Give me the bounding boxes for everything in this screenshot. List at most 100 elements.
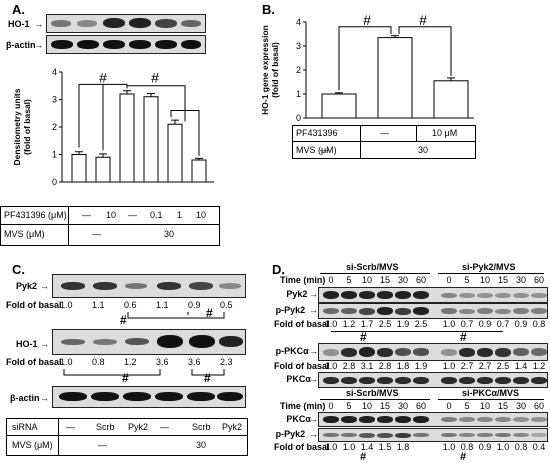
band <box>477 417 493 422</box>
ppyk2-fold: 2.5 <box>378 319 392 329</box>
ppyk2b-fold: 1.5 <box>378 442 392 452</box>
band <box>155 40 177 49</box>
band <box>323 416 339 423</box>
ho1-label-c: HO-1 <box>16 339 38 349</box>
ppkc-d-label: p-PKCα <box>275 346 309 356</box>
y-tick-label: 4 <box>52 67 57 77</box>
panel-b-label: B. <box>262 2 275 17</box>
fold-label-c1: Fold of basal <box>6 300 62 310</box>
group-line-d-2 <box>320 399 430 400</box>
mvs-val-b-0: — <box>320 145 329 155</box>
band <box>513 348 529 356</box>
band <box>129 18 151 28</box>
band <box>459 376 475 384</box>
band <box>395 348 411 356</box>
band <box>441 348 457 356</box>
hash: # <box>460 451 467 463</box>
pkc-d2-label: PKCα <box>286 413 311 424</box>
band <box>91 392 119 401</box>
mvs-label-a: MVS (μM) <box>4 229 45 239</box>
bracket <box>338 26 392 91</box>
time-label-d: Time (min) <box>280 275 326 285</box>
band <box>217 392 243 401</box>
ppyk2b-fold: 0.8 <box>514 442 528 452</box>
bar <box>71 154 87 183</box>
mvs-val-b-1: 30 <box>418 145 429 155</box>
band <box>189 335 215 348</box>
ppyk2-d-label: p-Pyk2 <box>275 305 306 315</box>
pyk2-fold-c-3: 1.1 <box>156 300 169 310</box>
ho1-fold-c-4: 3.6 <box>188 357 201 367</box>
band <box>219 283 241 289</box>
pf-val-b-1: 10 μM <box>432 128 458 138</box>
band <box>441 433 457 437</box>
band <box>51 20 71 27</box>
band <box>413 307 429 315</box>
fold-label-c2: Fold of basal <box>6 357 62 367</box>
bar <box>167 123 183 183</box>
table-b-vline <box>360 125 361 158</box>
pkc-d2-blot <box>318 412 548 427</box>
time-value: 60 <box>533 275 544 285</box>
sirna-val-c-5: Pyk2 <box>222 422 243 432</box>
mvs-val-a-1: 30 <box>164 229 175 239</box>
y-axis-label: HO-1 gene expression <box>260 25 270 115</box>
group-d-1: si-Pyk2/MVS <box>462 262 516 272</box>
pyk2-label-c: Pyk2 <box>16 281 38 291</box>
sirna-val-c-1: Scrb <box>96 422 115 432</box>
bar <box>191 159 207 183</box>
hash-c4: # <box>204 371 211 385</box>
pkc-d-blot <box>318 372 548 388</box>
arrow-a2: → <box>34 40 43 50</box>
sirna-val-c-4: Scrb <box>192 422 211 432</box>
ppyk2b-fold: 1.0 <box>324 442 338 452</box>
band <box>495 292 511 298</box>
time-value: 30 <box>515 401 526 411</box>
band <box>125 283 147 289</box>
band <box>495 433 511 437</box>
ho1-fold-c-3: 3.6 <box>156 357 169 367</box>
bar <box>143 96 159 183</box>
ppyk2b-fold: 0.8 <box>460 442 474 452</box>
ppyk2-fold: 1.7 <box>360 319 374 329</box>
band <box>377 307 393 315</box>
ho1-fold-c-0: 1.0 <box>60 357 73 367</box>
bar <box>119 93 135 183</box>
band <box>459 347 475 357</box>
time-value: 5 <box>346 275 352 285</box>
band <box>495 308 511 314</box>
time-value: 60 <box>415 275 426 285</box>
band <box>129 40 151 49</box>
y-tick-label: 1 <box>296 89 301 99</box>
pyk2-fold-c-4: 0.9 <box>188 300 201 310</box>
ppkc-fold: 3.1 <box>360 361 374 371</box>
arrow: → <box>309 289 318 299</box>
ho1-fold-c-1: 0.8 <box>92 357 105 367</box>
time-value: 10 <box>361 401 372 411</box>
band <box>495 417 511 422</box>
time-value: 30 <box>515 275 526 285</box>
ppkc-fold: 1.0 <box>324 361 338 371</box>
pyk2-fold-c-5: 0.5 <box>220 300 233 310</box>
band <box>189 282 213 290</box>
arrow: → <box>309 374 318 384</box>
band <box>377 347 393 357</box>
band <box>531 433 547 437</box>
band <box>531 376 547 384</box>
band <box>495 376 511 384</box>
pf-val-b-0: — <box>380 128 389 138</box>
band <box>323 348 339 356</box>
band <box>103 18 125 28</box>
band <box>377 416 393 423</box>
arrow: → <box>309 413 318 424</box>
band <box>59 392 87 401</box>
ppyk2-fold: 2.5 <box>414 319 428 329</box>
band <box>155 392 183 401</box>
time-value: 60 <box>415 401 426 411</box>
hash: # <box>99 69 107 85</box>
band <box>459 308 475 314</box>
band <box>341 376 357 384</box>
time-value: 15 <box>379 401 390 411</box>
ho1-fold-c-2: 1.2 <box>124 357 137 367</box>
